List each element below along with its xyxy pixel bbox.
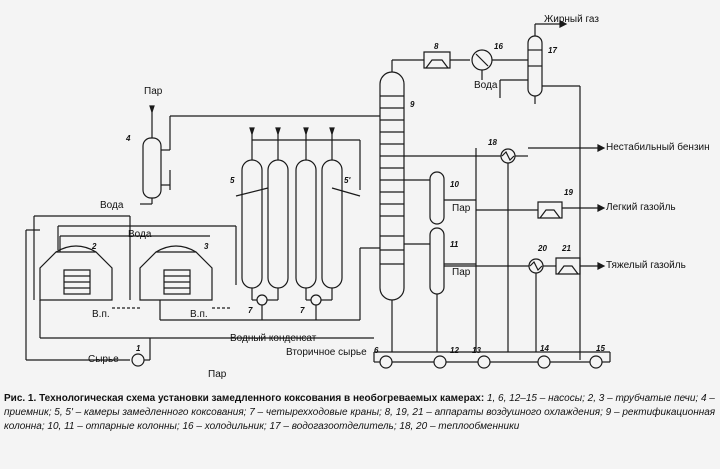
figure-caption: Рис. 1. Технологическая схема установки … xyxy=(4,392,716,434)
furnace-3 xyxy=(140,246,212,300)
label-secondary-feed: Вторичное сырье xyxy=(286,347,367,358)
num-6: 6 xyxy=(374,346,379,355)
pump-15 xyxy=(590,356,602,368)
num-21: 21 xyxy=(562,244,571,253)
label-water-receiver: Вода xyxy=(100,200,124,211)
label-unstable-gasoline: Нестабильный бензин xyxy=(606,142,710,153)
num-16: 16 xyxy=(494,42,503,51)
label-water-condensate: Водный конденсат xyxy=(230,333,317,344)
num-5: 5 xyxy=(230,176,235,185)
label-steam-mid1: Пар xyxy=(452,203,471,214)
label-water-steam-2: В.п. xyxy=(190,309,208,320)
label-water-steam-1: В.п. xyxy=(92,309,110,320)
num-2: 2 xyxy=(92,242,97,251)
num-11: 11 xyxy=(450,240,459,249)
num-13: 13 xyxy=(472,346,481,355)
num-5p: 5' xyxy=(344,176,351,185)
coke-chambers-5 xyxy=(236,128,360,300)
stripper-10 xyxy=(430,172,444,224)
label-steam-bottom: Пар xyxy=(208,369,227,380)
num-1: 1 xyxy=(136,344,141,353)
num-10: 10 xyxy=(450,180,459,189)
pump-6 xyxy=(380,356,392,368)
pump-13 xyxy=(478,356,490,368)
num-12: 12 xyxy=(450,346,459,355)
num-4: 4 xyxy=(126,134,131,143)
water-gas-separator-17 xyxy=(500,24,580,360)
label-fat-gas: Жирный газ xyxy=(544,14,599,25)
fractionation-column-9 xyxy=(380,60,424,352)
label-heavy-gasoil: Тяжелый газойль xyxy=(606,260,686,271)
four-way-valve-7b xyxy=(311,295,321,305)
caption-title: Технологическая схема установки замедлен… xyxy=(39,393,485,404)
process-flow-diagram xyxy=(0,0,720,392)
pump-12 xyxy=(434,356,446,368)
num-8: 8 xyxy=(434,42,439,51)
label-water-cooler: Вода xyxy=(474,80,498,91)
num-7b: 7 xyxy=(300,306,305,315)
four-way-valve-7a xyxy=(257,295,267,305)
label-steam-top: Пар xyxy=(144,86,163,97)
num-17: 17 xyxy=(548,46,557,55)
num-19: 19 xyxy=(564,188,573,197)
pump-14 xyxy=(538,356,550,368)
num-14: 14 xyxy=(540,344,549,353)
num-20: 20 xyxy=(538,244,547,253)
stripper-11 xyxy=(430,228,444,294)
num-7a: 7 xyxy=(248,306,253,315)
caption-fig: Рис. 1. xyxy=(4,393,37,404)
label-water-left: Вода xyxy=(128,229,152,240)
label-feed: Сырье xyxy=(88,354,119,365)
num-9: 9 xyxy=(410,100,415,109)
caption-legend: 1, 6, 12–15 – насосы; 2, 3 – трубчатые п… xyxy=(4,393,716,432)
num-3: 3 xyxy=(204,242,209,251)
num-15: 15 xyxy=(596,344,605,353)
label-light-gasoil: Легкий газойль xyxy=(606,202,676,213)
label-steam-mid2: Пар xyxy=(452,267,471,278)
num-18: 18 xyxy=(488,138,497,147)
furnace-2 xyxy=(40,246,112,300)
receiver-4 xyxy=(140,106,380,204)
pump-1 xyxy=(132,354,144,366)
